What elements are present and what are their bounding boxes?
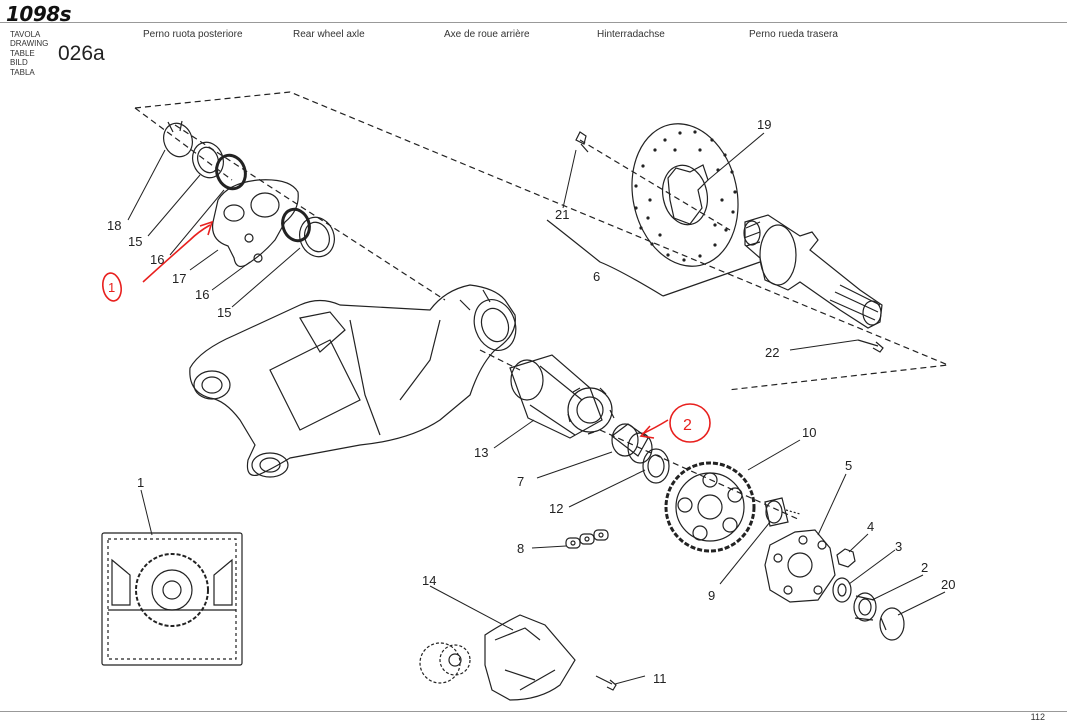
callout-5: 5: [845, 458, 852, 473]
assembly-frame: [134, 91, 951, 391]
red-arrow-2-shaft: [641, 419, 669, 435]
callout-2: 2: [921, 560, 928, 575]
callout-3: 3: [895, 539, 902, 554]
leader-20: [897, 591, 946, 616]
flange-nut: [836, 548, 856, 568]
seal-ring: [192, 141, 224, 179]
red-arrow-1-shaft: [142, 224, 211, 283]
red-arrow-2-head: [639, 425, 655, 439]
shaft-assembly-bracket: [546, 219, 664, 297]
table-labels: TAVOLA DRAWING TABLE BILD TABLA: [10, 30, 48, 77]
callout-16b: 16: [195, 287, 209, 302]
sprocket-flange: [764, 529, 836, 603]
leader-10: [747, 439, 801, 471]
axle-bushing: [611, 423, 653, 464]
table-number: 026a: [58, 42, 105, 65]
eccentric-hub: [509, 354, 615, 439]
red-circle-2: [669, 403, 711, 443]
brake-disc: [631, 123, 739, 267]
chain-link: [565, 529, 609, 549]
handwritten-annotations: 1 2: [102, 220, 711, 443]
axle-bolt: [857, 339, 884, 353]
leader-2: [871, 574, 924, 601]
title-german: Hinterradachse: [597, 29, 665, 40]
callout-15a: 15: [128, 234, 142, 249]
o-ring: [281, 207, 311, 243]
callout-21: 21: [555, 207, 569, 222]
table-label-de: BILD: [10, 58, 28, 68]
callout-15b: 15: [217, 305, 231, 320]
chain-guard: [419, 614, 576, 701]
leader-15a: [147, 174, 201, 237]
callout-14: 14: [422, 573, 436, 588]
spacer-ring: [642, 448, 670, 484]
red-mark-2: 2: [683, 417, 692, 434]
leader-22: [789, 339, 859, 351]
callout-11: 11: [653, 671, 667, 686]
table-label-es: TABLA: [10, 67, 35, 77]
leader-9: [719, 521, 771, 585]
inset-sprocket-view: [101, 532, 243, 666]
leader-11: [614, 675, 646, 685]
leader-14: [429, 585, 514, 631]
leader-8: [531, 545, 567, 549]
callout-4: 4: [867, 519, 874, 534]
leader-21: [562, 149, 577, 209]
callout-10: 10: [802, 425, 816, 440]
callout-20: 20: [941, 577, 955, 592]
red-mark-1: 1: [108, 280, 115, 295]
rear-sprocket: [664, 461, 756, 553]
callout-22: 22: [765, 345, 779, 360]
leader-19: [707, 132, 765, 181]
table-label-en: DRAWING: [10, 39, 49, 49]
leader-12: [568, 469, 646, 508]
circlip: [163, 120, 193, 158]
leader-3: [848, 549, 896, 585]
flange-bushing: [764, 497, 789, 527]
title-french: Axe de roue arrière: [444, 29, 530, 40]
callout-6: 6: [593, 269, 600, 284]
leader-4: [848, 533, 869, 553]
o-ring: [215, 153, 247, 191]
wheel-stud: [575, 131, 589, 153]
axle-nut: [853, 592, 877, 622]
header-divider: [0, 22, 1067, 23]
table-label-fr: TABLE: [10, 48, 35, 58]
title-english: Rear wheel axle: [293, 29, 365, 40]
table-label-it: TAVOLA: [10, 30, 41, 39]
guard-screw: [595, 675, 617, 691]
leader-13: [493, 419, 535, 449]
rear-axle-shaft: [743, 214, 883, 329]
leader-16b: [211, 261, 251, 291]
seal-ring: [299, 216, 335, 258]
swingarm: [189, 284, 517, 478]
footer-divider: [0, 711, 1067, 712]
red-circle-1: [102, 272, 122, 302]
leader-16a: [169, 189, 225, 256]
snap-ring: [879, 607, 905, 641]
callout-18: 18: [107, 218, 121, 233]
callout-19: 19: [757, 117, 771, 132]
callout-13: 13: [474, 445, 488, 460]
leader-18: [127, 149, 166, 221]
leader-1: [140, 489, 153, 536]
title-italian: Perno ruota posteriore: [143, 29, 243, 40]
callout-7: 7: [517, 474, 524, 489]
page-number: 112: [1030, 712, 1045, 722]
leader-17: [189, 249, 219, 271]
callout-16a: 16: [150, 252, 164, 267]
leader-7: [536, 451, 613, 479]
callout-17: 17: [172, 271, 186, 286]
title-spanish: Perno rueda trasera: [749, 29, 838, 40]
chain-adjuster-bracket: [211, 179, 299, 268]
callout-12: 12: [549, 501, 563, 516]
washer: [832, 577, 852, 603]
callout-1: 1: [137, 475, 144, 490]
leader-5: [817, 473, 847, 536]
leader-15b: [231, 247, 301, 308]
callout-9: 9: [708, 588, 715, 603]
callout-8: 8: [517, 541, 524, 556]
red-arrow-1-head: [199, 220, 214, 236]
